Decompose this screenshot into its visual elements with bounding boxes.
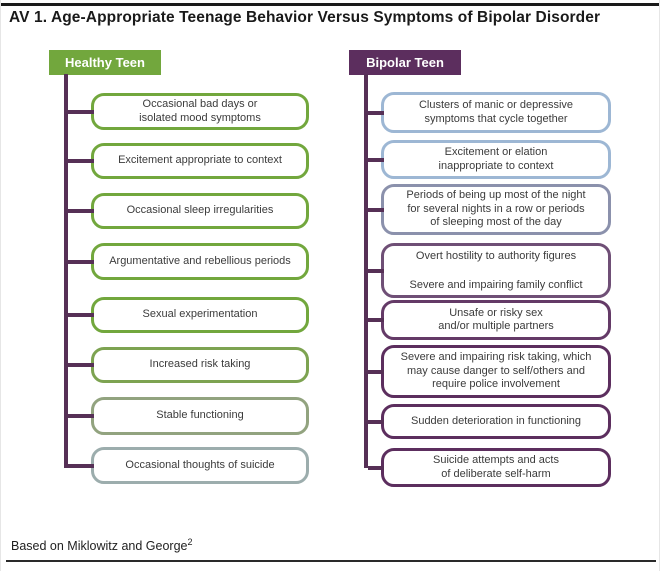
healthy-box-increased-risk-taking: Increased risk taking: [91, 347, 309, 383]
bipolar-box-hostility-family-conflict: Overt hostility to authority figures Sev…: [381, 243, 611, 298]
healthy-box-stable-functioning: Stable functioning: [91, 397, 309, 435]
source-note-superscript: 2: [187, 537, 193, 547]
bipolar-box-sleep-extremes: Periods of being up most of the night fo…: [381, 184, 611, 235]
healthy-box-occasional-bad-days: Occasional bad days or isolated mood sym…: [91, 93, 309, 130]
healthy-teen-header: Healthy Teen: [49, 50, 161, 75]
top-rule: [1, 3, 659, 6]
bipolar-box-inappropriate-elation: Excitement or elation inappropriate to c…: [381, 140, 611, 179]
healthy-box-excitement-appropriate: Excitement appropriate to context: [91, 143, 309, 179]
bipolar-connector-line: [364, 74, 368, 468]
healthy-box-sexual-experimentation: Sexual experimentation: [91, 297, 309, 333]
bipolar-box-severe-risk-taking: Severe and impairing risk taking, which …: [381, 345, 611, 398]
bipolar-teen-header: Bipolar Teen: [349, 50, 461, 75]
healthy-box-argumentative-periods: Argumentative and rebellious periods: [91, 243, 309, 280]
source-note: Based on Miklowitz and George2: [11, 537, 193, 553]
source-note-text: Based on Miklowitz and George: [11, 539, 188, 554]
bipolar-box-sudden-deterioration: Sudden deterioration in functioning: [381, 404, 611, 439]
bipolar-box-suicide-attempts: Suicide attempts and acts of deliberate …: [381, 448, 611, 487]
healthy-box-occasional-thoughts-of-suicide: Occasional thoughts of suicide: [91, 447, 309, 484]
bottom-rule: [6, 560, 656, 562]
figure-title: AV 1. Age-Appropriate Teenage Behavior V…: [9, 9, 601, 26]
bipolar-box-symptom-clusters: Clusters of manic or depressive symptoms…: [381, 92, 611, 133]
bipolar-box-unsafe-sex: Unsafe or risky sex and/or multiple part…: [381, 300, 611, 340]
healthy-connector-line: [64, 74, 68, 468]
healthy-box-sleep-irregularities: Occasional sleep irregularities: [91, 193, 309, 229]
